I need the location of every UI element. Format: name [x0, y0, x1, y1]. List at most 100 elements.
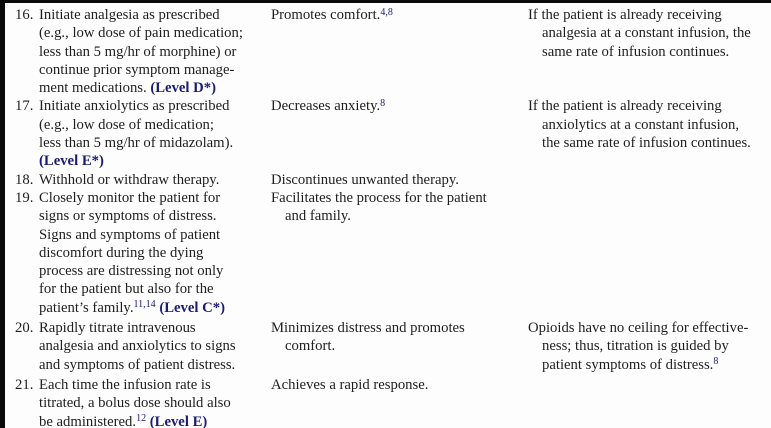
text-segment: for the patient but also for the	[39, 281, 214, 298]
text-segment: If the patient is already receiving	[528, 7, 722, 23]
item-number: 17.	[15, 98, 34, 115]
protocol-table-body: 16. Initiate analgesia as prescribed (e.g.…	[12, 6, 771, 428]
text-segment: Rapidly titrate intravenous	[39, 320, 196, 337]
text-segment: signs or symptoms of distress.	[39, 208, 217, 225]
text-segment: analgesia at a constant infusion, the	[542, 25, 751, 42]
text-line: Withhold or withdraw therapy.	[39, 171, 271, 189]
text-line: Each time the infusion rate is	[39, 376, 271, 394]
evidence-level-label: (Level D*)	[150, 80, 217, 97]
text-segment: Closely monitor the patient for	[39, 189, 221, 206]
notes-cell: Opioids have no ceiling for effective-ne…	[528, 319, 771, 376]
text-line: less than 5 mg/hr of morphine) or	[39, 43, 271, 61]
text-segment: patient’s family.	[39, 299, 134, 316]
text-segment: Facilitates the process for the patient	[271, 189, 487, 206]
text-line: anxiolytics at a constant infusion,	[528, 116, 771, 134]
evidence-level-label: (Level E)	[149, 413, 208, 428]
text-line: patient symptoms of distress.8	[528, 356, 771, 376]
text-segment: process are distressing not only	[39, 263, 224, 280]
text-segment: Decreases anxiety.	[271, 98, 381, 115]
rationale-cell: Facilitates the process for the patient a…	[271, 189, 528, 319]
text-line: discomfort during the dying	[39, 244, 271, 262]
text-segment: patient symptoms of distress.	[542, 356, 714, 373]
text-line: Decreases anxiety.8	[271, 97, 528, 117]
intervention-cell: Each time the infusion rate is titrated, …	[39, 376, 271, 428]
text-line: analgesia and anxiolytics to signs	[39, 337, 271, 355]
text-segment: less than 5 mg/hr of midazolam).	[39, 135, 234, 152]
item-number: 18.	[15, 171, 34, 188]
text-segment: Discontinues unwanted therapy.	[271, 171, 459, 188]
text-line: and family.	[271, 207, 528, 225]
text-line: for the patient but also for the	[39, 280, 271, 298]
text-segment: (e.g., low dose of medication;	[39, 116, 214, 133]
item-number: 21.	[15, 376, 34, 393]
evidence-level-label: (Level C*)	[159, 299, 225, 316]
text-segment: titrated, a bolus dose should also	[39, 395, 231, 412]
text-line: less than 5 mg/hr of midazolam).	[39, 134, 271, 152]
text-line: analgesia at a constant infusion, the	[528, 24, 771, 42]
text-segment: Signs and symptoms of patient	[39, 226, 221, 243]
text-line: signs or symptoms of distress.	[39, 207, 271, 225]
text-line: If the patient is already receiving	[528, 97, 771, 115]
text-line: Rapidly titrate intravenous	[39, 319, 271, 337]
text-segment: ness; thus, titration is guided by	[542, 338, 729, 355]
rationale-cell: Discontinues unwanted therapy.	[271, 171, 528, 189]
text-line: (e.g., low dose of pain medication;	[39, 24, 271, 42]
text-segment: discomfort during the dying	[39, 244, 204, 261]
text-line: comfort.	[271, 337, 528, 355]
text-segment: Minimizes distress and promotes	[271, 320, 465, 337]
text-line: Minimizes distress and promotes	[271, 319, 528, 337]
text-line: continue prior symptom manage-	[39, 61, 271, 79]
text-segment: (e.g., low dose of pain medication;	[39, 25, 243, 42]
text-segment: anxiolytics at a constant infusion,	[542, 116, 740, 133]
intervention-cell: Closely monitor the patient for signs or …	[39, 189, 271, 319]
table-row: 16. Initiate analgesia as prescribed (e.g.…	[12, 6, 771, 97]
text-line: ness; thus, titration is guided by	[528, 337, 771, 355]
notes-cell	[528, 171, 771, 189]
text-line: Initiate analgesia as prescribed	[39, 6, 271, 24]
text-segment: Opioids have no ceiling for effective-	[528, 320, 749, 337]
rationale-cell: Achieves a rapid response.	[271, 376, 528, 428]
text-segment: Achieves a rapid response.	[271, 376, 429, 393]
reference-superscript: 12	[136, 413, 147, 425]
text-line: patient’s family.11,14 (Level C*)	[39, 299, 271, 319]
rationale-cell: Decreases anxiety.8	[271, 97, 528, 170]
text-segment: and family.	[285, 208, 351, 225]
text-line: Opioids have no ceiling for effective-	[528, 319, 771, 337]
notes-cell	[528, 376, 771, 428]
text-segment: Initiate analgesia as prescribed	[39, 7, 220, 23]
text-line: Discontinues unwanted therapy.	[271, 171, 528, 189]
text-line: Closely monitor the patient for	[39, 189, 271, 207]
rationale-cell: Promotes comfort.4,8	[271, 6, 528, 97]
text-segment: ment medications.	[39, 80, 151, 97]
text-segment: the same rate of infusion continues.	[542, 135, 751, 152]
text-segment: same rate of infusion continues.	[542, 43, 730, 60]
text-line: (Level E*)	[39, 152, 271, 170]
item-number: 16.	[15, 7, 34, 23]
text-segment: Each time the infusion rate is	[39, 376, 211, 393]
text-line: same rate of infusion continues.	[528, 43, 771, 61]
text-segment: and symptoms of patient distress.	[39, 356, 236, 373]
evidence-level-label: (Level E*)	[39, 153, 104, 170]
notes-cell: If the patient is already receiving analg…	[528, 6, 771, 97]
intervention-cell: Initiate analgesia as prescribed (e.g., l…	[39, 6, 271, 97]
text-line: and symptoms of patient distress.	[39, 356, 271, 374]
intervention-cell: Initiate anxiolytics as prescribed(e.g.,…	[39, 97, 271, 170]
intervention-cell: Withhold or withdraw therapy.	[39, 171, 271, 189]
text-line: process are distressing not only	[39, 262, 271, 280]
text-line: Signs and symptoms of patient	[39, 226, 271, 244]
text-segment: be administered.	[39, 413, 137, 428]
text-line: the same rate of infusion continues.	[528, 134, 771, 152]
text-segment: comfort.	[285, 338, 336, 355]
text-segment: continue prior symptom manage-	[39, 61, 235, 78]
text-line: Initiate anxiolytics as prescribed	[39, 97, 271, 115]
table-row: 17. Initiate anxiolytics as prescribed(e.…	[12, 97, 771, 170]
reference-superscript: 4,8	[380, 6, 393, 18]
text-line: be administered.12 (Level E)	[39, 413, 271, 428]
reference-superscript: 11,14	[133, 299, 156, 311]
text-segment: Withhold or withdraw therapy.	[39, 171, 220, 188]
text-segment: If the patient is already receiving	[528, 98, 722, 115]
